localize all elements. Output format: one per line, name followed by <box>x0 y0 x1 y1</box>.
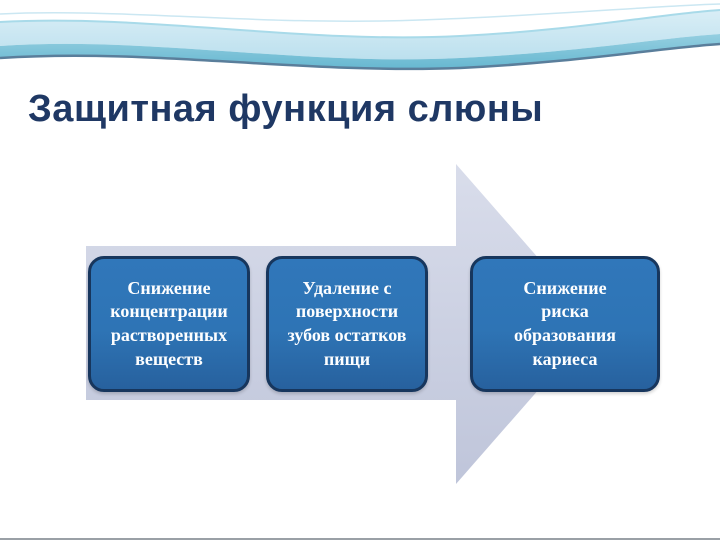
wave-hairline <box>0 3 720 22</box>
box-reduce-concentration: Снижение концентрации растворенных вещес… <box>88 256 250 392</box>
box-remove-food-residue: Удаление с поверхности зубов остатков пи… <box>266 256 428 392</box>
slide-title: Защитная функция слюны <box>28 88 544 130</box>
box-reduce-caries-risk: Снижение риска образования кариеса <box>470 256 660 392</box>
box-reduce-caries-risk-label: Снижение риска образования кариеса <box>514 277 616 369</box>
box-reduce-concentration-label: Снижение концентрации растворенных вещес… <box>110 277 228 369</box>
wave-ribbon-medium <box>0 34 720 69</box>
box-remove-food-residue-label: Удаление с поверхности зубов остатков пи… <box>287 277 407 369</box>
wave-accent-line <box>0 42 720 71</box>
wave-ribbon-light <box>0 10 720 60</box>
top-wave-decoration <box>0 3 720 71</box>
wave-thin-line-top <box>0 9 720 39</box>
